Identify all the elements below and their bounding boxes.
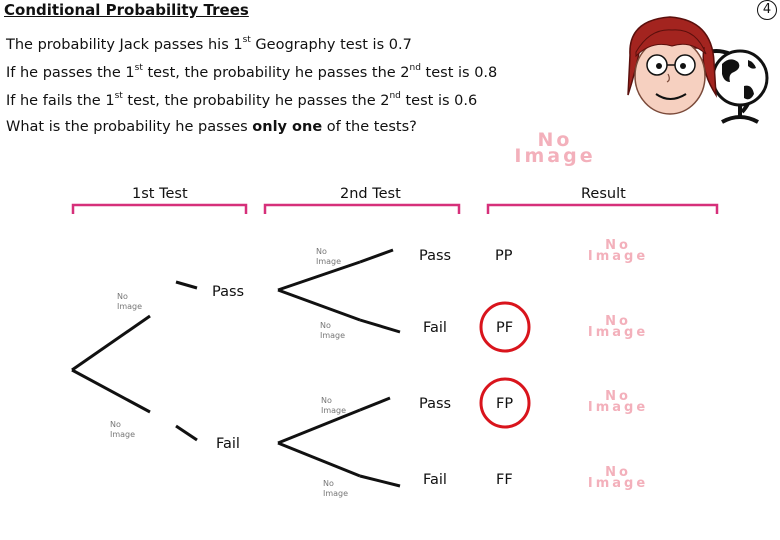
result-outcome: PF bbox=[496, 320, 513, 336]
branch-label-first-pass: Pass bbox=[212, 284, 244, 300]
result-outcome: FP bbox=[496, 396, 513, 412]
result-outcome: PP bbox=[495, 248, 513, 264]
branch-label-first-fail: Fail bbox=[216, 436, 240, 452]
branch-label-second: Fail bbox=[423, 472, 447, 488]
branch-label-second: Fail bbox=[423, 320, 447, 336]
column-brackets bbox=[73, 205, 717, 214]
branch-label-second: Pass bbox=[419, 248, 451, 264]
result-outcome: FF bbox=[496, 472, 513, 488]
branch-label-second: Pass bbox=[419, 396, 451, 412]
